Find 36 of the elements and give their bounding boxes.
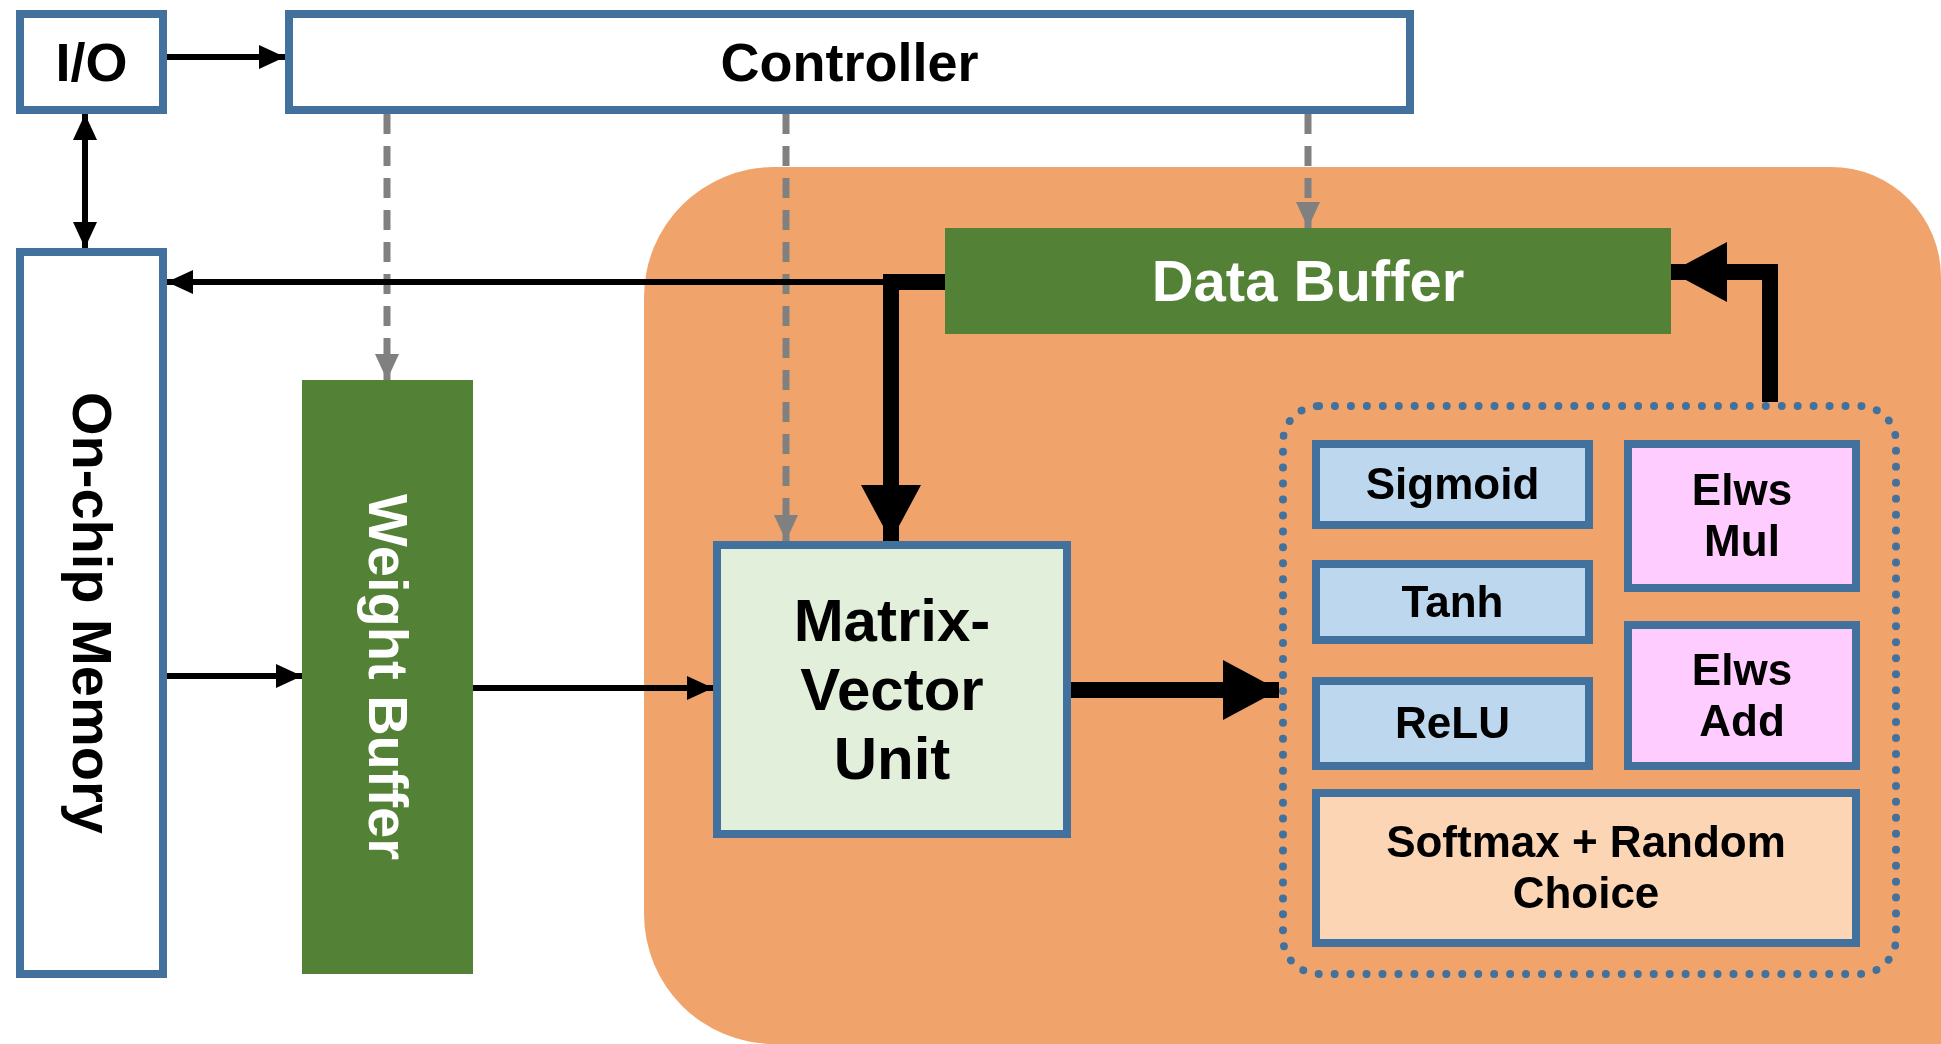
arrow <box>167 45 285 69</box>
memory-box <box>16 248 167 978</box>
node-label: Data Buffer <box>1150 247 1466 315</box>
function-box <box>1312 440 1593 529</box>
node-label: On-chip Memory <box>59 392 124 834</box>
node-label: I/O <box>54 30 129 94</box>
arrow <box>473 676 713 700</box>
node-label: Matrix-Vector Unit <box>792 586 992 793</box>
arrow <box>167 664 302 688</box>
function-box <box>1624 621 1860 770</box>
arrow <box>1671 242 1778 402</box>
function-box <box>1312 677 1593 770</box>
arrow <box>73 114 97 248</box>
arrow <box>1296 114 1320 228</box>
node-label: Elws Add <box>1690 644 1794 747</box>
function-box <box>1312 789 1860 947</box>
arrow <box>861 274 945 541</box>
node-label: Weight Buffer <box>355 493 420 861</box>
function-group <box>1279 402 1900 978</box>
node-label: ReLU <box>1394 698 1511 749</box>
unit-box <box>713 541 1071 838</box>
arrow <box>1071 660 1279 720</box>
node-label: Elws Mul <box>1690 465 1794 567</box>
accelerator-region <box>644 167 1941 1044</box>
controller-box <box>285 10 1414 114</box>
io-box <box>16 10 167 114</box>
arrow <box>375 114 399 380</box>
node-label: Softmax + Random Choice <box>1385 817 1787 919</box>
function-box <box>1624 440 1860 592</box>
node-label: Sigmoid <box>1364 459 1541 510</box>
arrow <box>774 114 798 541</box>
node-label: Controller <box>719 30 980 94</box>
node-label: Tanh <box>1400 576 1505 628</box>
buffer-box <box>945 228 1671 334</box>
buffer-box <box>302 380 473 974</box>
function-box <box>1312 560 1593 644</box>
